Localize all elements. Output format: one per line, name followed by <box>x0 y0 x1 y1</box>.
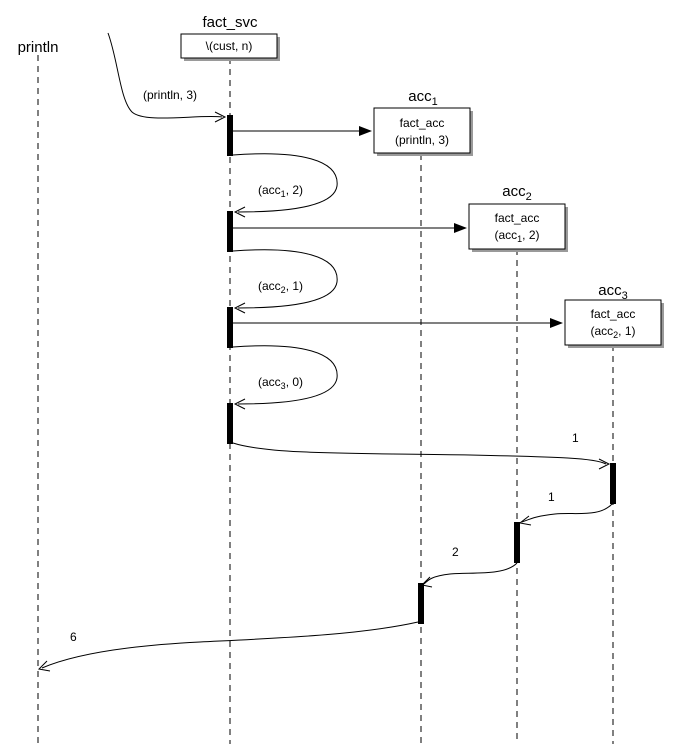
actor-println-name: println <box>18 39 59 56</box>
actor-acc3-box-line2: (acc2, 1) <box>590 324 635 340</box>
activation-fact-svc-1 <box>227 115 233 156</box>
message-loop1-label-pre: (acc <box>258 183 281 197</box>
actor-acc1-box-line1: fact_acc <box>400 116 445 130</box>
actor-acc3-box-line2-sub: 2 <box>613 330 618 340</box>
message-spawn-acc2-arrowhead <box>454 223 467 233</box>
actor-acc3-box <box>564 299 662 346</box>
message-loop3-label-pre: (acc <box>258 375 281 389</box>
message-acc3-to-acc2-label: 1 <box>548 490 555 504</box>
actor-acc3-name-base: acc <box>598 282 622 299</box>
actor-fact-svc-box-text: \(cust, n) <box>206 39 253 53</box>
activation-acc3 <box>610 463 616 504</box>
actor-acc3-box-line2-post: , 1) <box>618 324 635 338</box>
actor-acc1-box <box>373 107 471 154</box>
actor-acc2-box-line2: (acc1, 2) <box>494 228 539 244</box>
message-acc1-to-println-line <box>41 621 419 669</box>
actor-acc3-name: acc3 <box>598 282 627 302</box>
message-acc3-to-acc2-line <box>521 502 614 523</box>
message-loop1-arrowhead <box>233 206 246 218</box>
activation-fact-svc-2 <box>227 211 233 252</box>
message-loop2-arrowhead <box>233 302 246 314</box>
message-loop2-label-sub: 2 <box>281 285 286 295</box>
actor-acc2-box-line2-post: , 2) <box>522 228 539 242</box>
message-loop1-label-sub: 1 <box>281 189 286 199</box>
activation-fact-svc-4 <box>227 403 233 444</box>
message-loop1-label-post: , 2) <box>286 183 303 197</box>
actor-acc3-name-sub: 3 <box>622 290 628 302</box>
actor-acc3-box-line2-pre: (acc <box>590 324 613 338</box>
message-loop3-line <box>232 345 338 405</box>
actor-acc2-name-sub: 2 <box>526 191 532 203</box>
actor-acc2-box-line1: fact_acc <box>495 211 540 225</box>
activation-fact-svc-3 <box>227 307 233 348</box>
message-loop3-label-sub: 3 <box>281 381 286 391</box>
message-loop1-line <box>232 153 338 213</box>
message-loop1-label: (acc1, 2) <box>258 183 303 199</box>
message-acc2-to-acc1-line <box>423 562 518 585</box>
actor-acc2-box-line2-pre: (acc <box>494 228 517 242</box>
actor-acc1-box-line2: (println, 3) <box>395 133 449 147</box>
message-to-acc3-line <box>232 442 607 465</box>
message-loop3-label: (acc3, 0) <box>258 375 303 391</box>
message-to-acc3-label: 1 <box>572 431 579 445</box>
message-loop3-arrowhead <box>233 398 246 410</box>
message-acc1-to-println-label: 6 <box>70 630 77 644</box>
message-spawn-acc3-arrowhead <box>550 318 563 328</box>
actor-fact-svc-box <box>180 33 278 59</box>
message-initial-line <box>107 32 223 119</box>
actor-acc1-name-base: acc <box>408 88 432 105</box>
actor-acc2-box-line2-sub: 1 <box>517 234 522 244</box>
message-loop2-label: (acc2, 1) <box>258 279 303 295</box>
message-spawn-acc1-arrowhead <box>359 126 372 136</box>
message-to-acc3-arrowhead <box>598 458 611 470</box>
actor-fact-svc-name: fact_svc <box>202 14 258 31</box>
message-acc1-to-println-arrowhead <box>37 660 51 672</box>
activation-acc1 <box>418 583 424 624</box>
actor-acc1-name: acc1 <box>408 88 437 108</box>
actor-acc1-name-sub: 1 <box>432 96 438 108</box>
actor-acc2-box <box>468 203 566 250</box>
message-acc2-to-acc1-label: 2 <box>452 545 459 559</box>
activation-acc2 <box>514 522 520 563</box>
message-loop2-label-post: , 1) <box>286 279 303 293</box>
message-acc2-to-acc1-arrowhead <box>420 576 433 588</box>
actor-acc3-box-line1: fact_acc <box>591 307 636 321</box>
message-loop3-label-post: , 0) <box>286 375 303 389</box>
actor-acc2-name-base: acc <box>502 183 526 200</box>
message-initial-arrowhead <box>214 111 227 123</box>
message-loop2-line <box>232 249 338 309</box>
actor-acc2-name: acc2 <box>502 183 531 203</box>
message-acc3-to-acc2-arrowhead <box>518 515 532 526</box>
message-loop2-label-pre: (acc <box>258 279 281 293</box>
message-initial-label: (println, 3) <box>143 88 197 102</box>
